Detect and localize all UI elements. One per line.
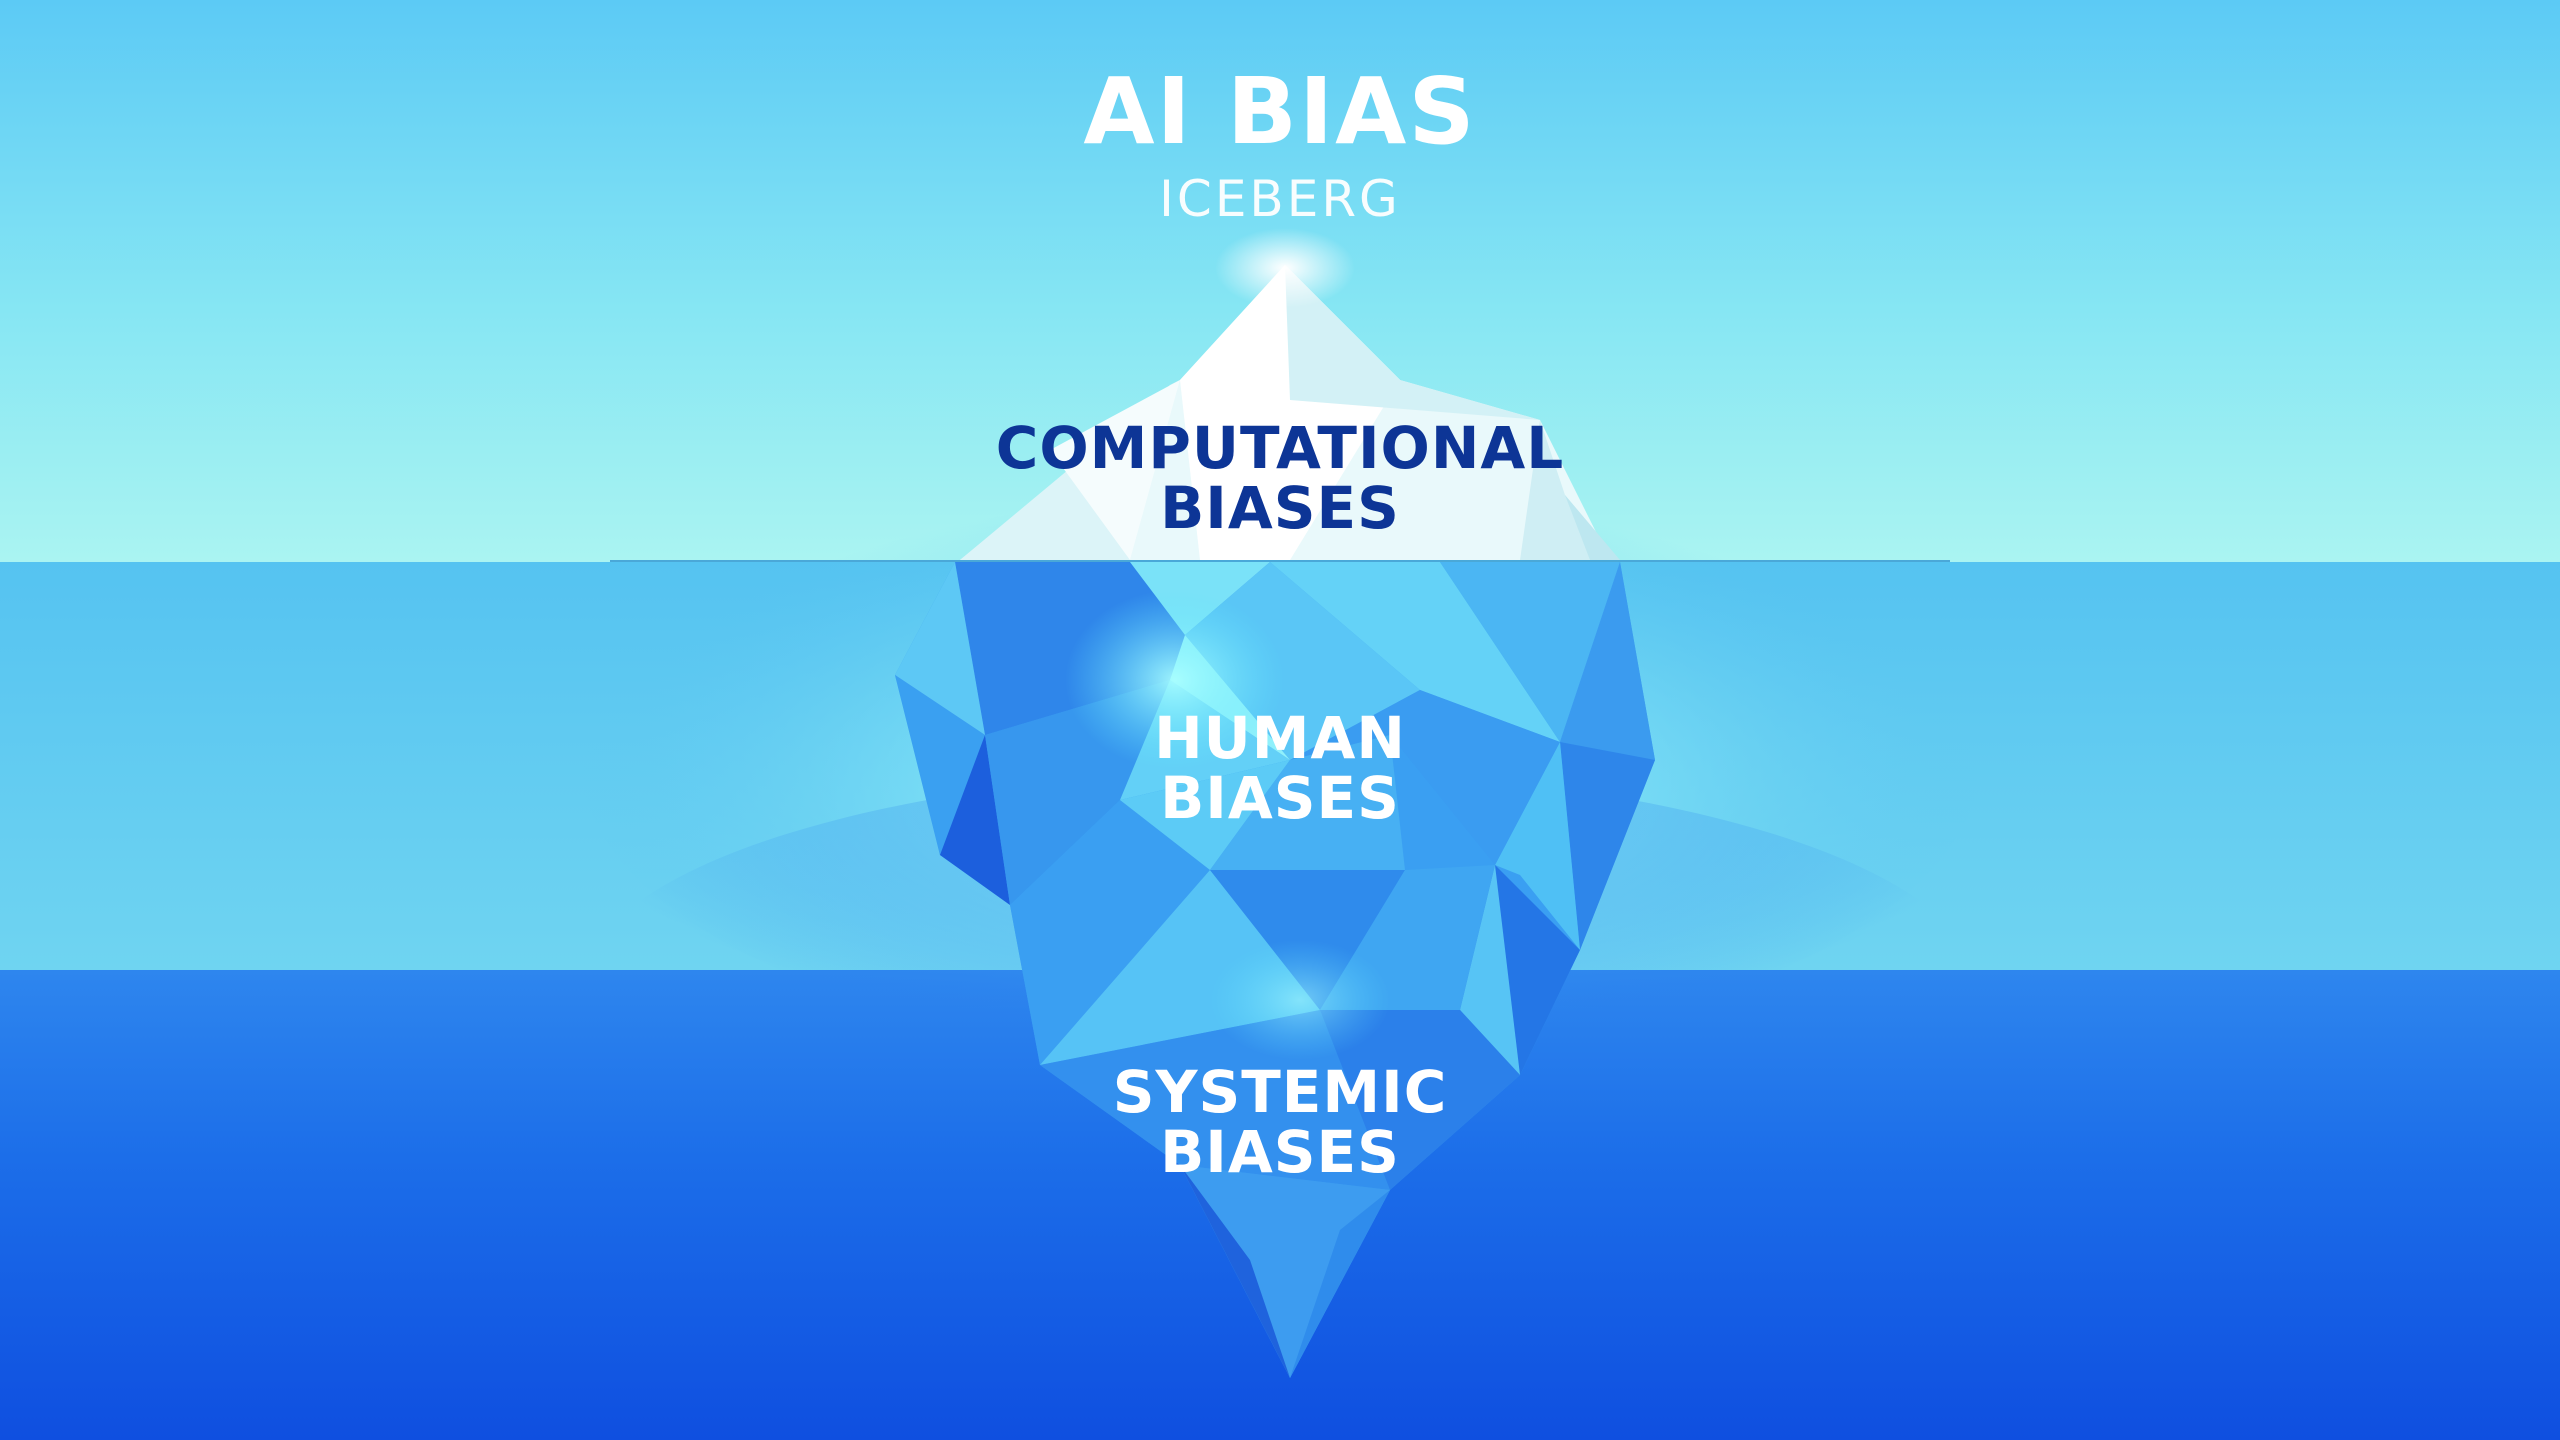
layer-label-human: HUMAN BIASES — [0, 708, 2560, 828]
title-block: AI BIAS ICEBERG — [0, 60, 2560, 234]
layer-line-1: COMPUTATIONAL — [995, 414, 1565, 482]
layer-line-2: BIASES — [1160, 1118, 1400, 1186]
iceberg-tip — [960, 265, 1620, 560]
iceberg-core-glow — [1065, 590, 1285, 770]
layer-label-computational: COMPUTATIONAL BIASES — [0, 418, 2560, 538]
title-sub: ICEBERG — [1159, 170, 1401, 228]
layer-line-1: SYSTEMIC — [1112, 1058, 1448, 1126]
layer-label-systemic: SYSTEMIC BIASES — [0, 1062, 2560, 1182]
layer-line-2: BIASES — [1160, 474, 1400, 542]
layer-line-2: BIASES — [1160, 764, 1400, 832]
layer-line-1: HUMAN — [1154, 704, 1406, 772]
title-main: AI BIAS — [1083, 58, 1477, 165]
